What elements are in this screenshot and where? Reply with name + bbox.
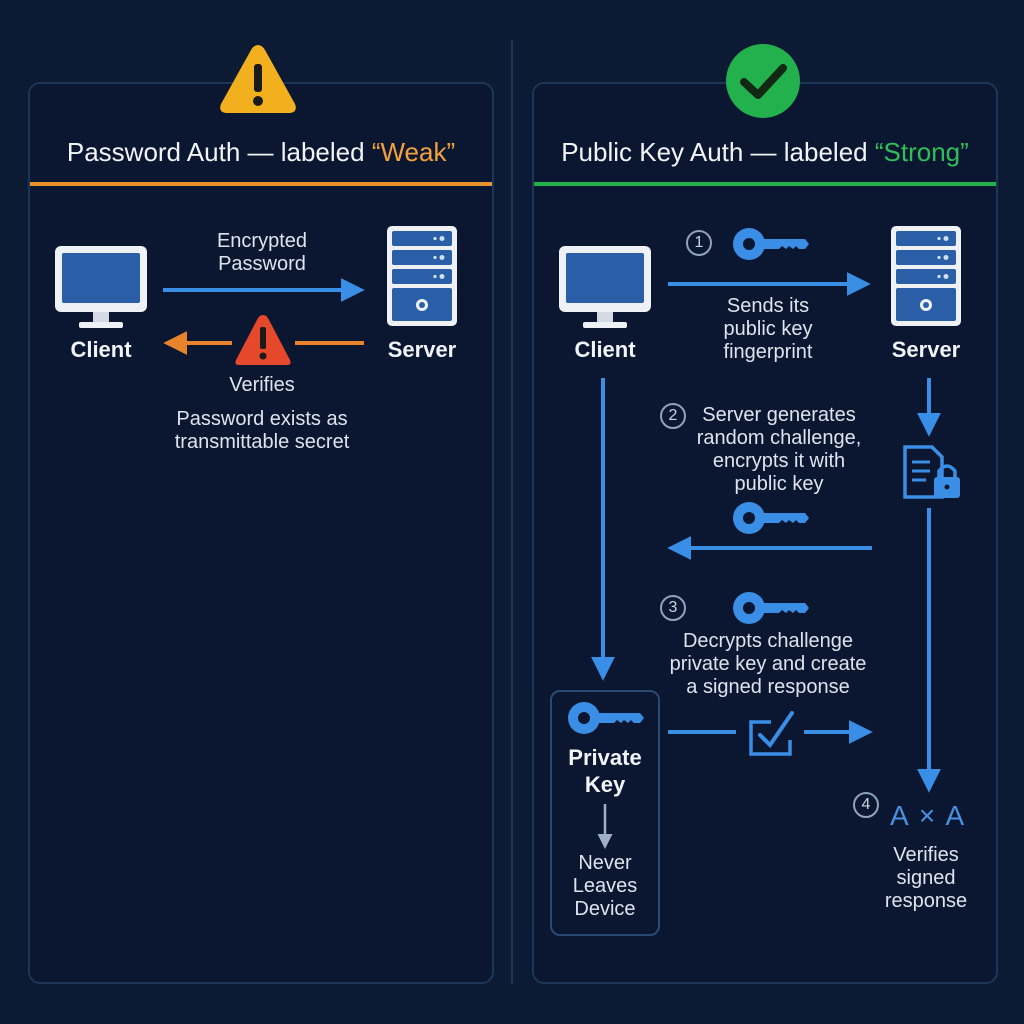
weak-rule: [30, 182, 492, 186]
server-label: Server: [891, 337, 961, 362]
step-line: encrypts it with: [712, 450, 846, 472]
step-3-label: Decrypts challenge private key and creat…: [670, 630, 867, 699]
step-line: a signed response: [686, 676, 850, 698]
warning-icon: [235, 315, 291, 365]
never-line: Leaves: [572, 875, 638, 897]
step-line: private key and create: [669, 653, 867, 675]
title-text: Password Auth — labeled: [66, 137, 372, 167]
step-3-badge: 3: [660, 595, 686, 621]
center-divider: [511, 40, 513, 984]
step-line: public key: [734, 473, 824, 495]
key-line: Key: [584, 772, 626, 797]
step-2-badge: 2: [660, 403, 686, 429]
never-line: Device: [574, 898, 636, 920]
title-text: Public Key Auth — labeled: [561, 137, 875, 167]
private-key-label: Private Key: [568, 744, 641, 798]
encrypted-line: Encrypted: [216, 230, 308, 252]
server-icon: [387, 226, 457, 326]
key-icon: [733, 502, 809, 534]
monitor-icon: [55, 246, 147, 328]
strong-rule: [534, 182, 996, 186]
title-quote-weak: “Weak”: [371, 137, 456, 167]
step-1-badge: 1: [686, 230, 712, 256]
never-leaves-label: Never Leaves Device: [573, 852, 638, 921]
encrypted-password-label: Encrypted Password: [217, 230, 307, 276]
title-quote-strong: “Strong”: [874, 137, 969, 167]
step-line: Decrypts challenge: [682, 630, 854, 652]
verifies-label: Verifies: [229, 374, 295, 396]
document-lock-icon: [903, 445, 960, 499]
checkbox-icon: [749, 711, 794, 756]
weak-note: Password exists as transmittable secret: [175, 408, 350, 454]
step-4-label: Verifies signed response: [885, 844, 967, 913]
step-2-label: Server generates random challenge, encry…: [697, 404, 862, 496]
step-line: signed: [896, 867, 956, 889]
note-line: Password exists as: [176, 408, 348, 430]
server-label: Server: [387, 337, 457, 362]
key-icon: [733, 228, 809, 260]
check-circle-icon: [726, 44, 800, 118]
step-4-badge: 4: [853, 792, 879, 818]
verify-symbol: A × A: [890, 800, 967, 831]
step-line: Server generates: [702, 404, 856, 426]
step-1-label: Sends its public key fingerprint: [724, 295, 813, 364]
password-auth-title: Password Auth — labeled “Weak”: [30, 137, 492, 168]
private-line: Private: [568, 745, 642, 770]
private-key-box: [550, 690, 660, 936]
server-icon: [891, 226, 961, 326]
warning-icon: [220, 45, 296, 113]
monitor-icon: [559, 246, 651, 328]
step-line: public key: [723, 318, 813, 340]
step-line: fingerprint: [723, 341, 813, 363]
client-label: Client: [574, 337, 636, 362]
key-icon: [733, 592, 809, 624]
step-line: Sends its: [726, 295, 810, 317]
step-line: random challenge,: [696, 427, 862, 449]
step-line: response: [884, 890, 968, 912]
note-line: transmittable secret: [174, 431, 350, 453]
never-line: Never: [578, 852, 632, 874]
password-line: Password: [218, 253, 306, 275]
public-key-auth-title: Public Key Auth — labeled “Strong”: [534, 137, 996, 168]
client-label: Client: [70, 337, 132, 362]
step-line: Verifies: [893, 844, 959, 866]
